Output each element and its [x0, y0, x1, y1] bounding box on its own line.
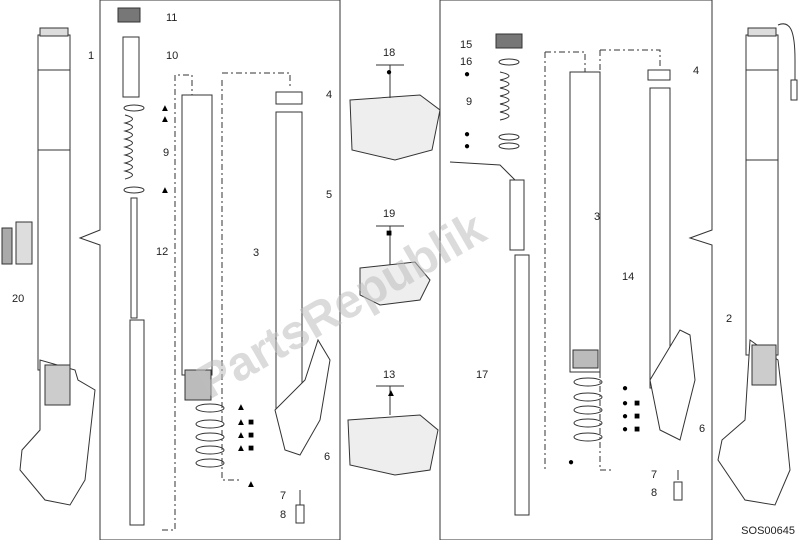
callout-7-left: 7 — [280, 490, 287, 502]
fork-leg-2 — [717, 23, 798, 506]
callout-7-right: 7 — [651, 469, 658, 481]
callout-13: 13 — [383, 369, 396, 381]
kit-19 — [359, 261, 431, 306]
callout-20: 20 — [12, 293, 25, 305]
circle-marker: ● — [464, 141, 471, 152]
callout-16: 16 — [460, 56, 473, 68]
tube-5 — [275, 111, 303, 413]
square-marker: ■ — [634, 424, 641, 435]
callout-4-left: 4 — [326, 89, 333, 101]
circle-marker: ● — [622, 398, 629, 409]
inner-tube-3-left — [181, 94, 213, 376]
seal-stack-left — [195, 403, 225, 468]
cap-11 — [117, 7, 141, 23]
triangle-marker: ▲ — [160, 103, 170, 114]
circle-marker: ● — [464, 69, 471, 80]
callout-8-left: 8 — [280, 509, 287, 521]
square-marker: ■ — [634, 411, 641, 422]
callout-6-left: 6 — [324, 451, 331, 463]
callout-18: 18 — [383, 47, 396, 59]
callout-9-right: 9 — [466, 96, 473, 108]
cap-15 — [495, 33, 523, 49]
circle-marker: ● — [464, 129, 471, 140]
callout-11: 11 — [166, 12, 178, 24]
callout-9-left: 9 — [163, 147, 170, 159]
bushing-4-right — [647, 69, 671, 81]
circle-marker: ● — [622, 411, 629, 422]
square-marker: ■ — [248, 430, 255, 441]
callout-8-right: 8 — [651, 487, 658, 499]
callout-15: 15 — [460, 39, 473, 51]
spring-9-right — [499, 71, 510, 121]
triangle-marker: ▲ — [236, 430, 246, 441]
triangle-marker: ▲ — [160, 185, 170, 196]
kit-19-marker: ■ — [386, 228, 393, 239]
triangle-marker: ▲ — [246, 479, 256, 490]
callout-2: 2 — [726, 313, 733, 325]
spring-9-left — [123, 114, 133, 180]
callout-17: 17 — [476, 369, 489, 381]
triangle-marker: ▲ — [236, 443, 246, 454]
triangle-marker: ▲ — [160, 114, 170, 125]
square-marker: ■ — [248, 417, 255, 428]
damper-17 — [514, 254, 530, 516]
circle-marker: ● — [622, 383, 629, 394]
triangle-marker: ▲ — [236, 402, 246, 413]
kit-13 — [347, 414, 439, 476]
callout-14: 14 — [622, 271, 635, 283]
kit-18 — [349, 94, 441, 161]
right-group-frame — [439, 0, 713, 540]
callout-3-right: 3 — [594, 211, 601, 223]
bushing-4-left — [275, 91, 303, 105]
drawing-code: SOS00645 — [741, 525, 795, 537]
callout-10: 10 — [166, 50, 179, 62]
callout-12: 12 — [156, 246, 169, 258]
callout-5: 5 — [326, 189, 333, 201]
callout-4-right: 4 — [693, 65, 700, 77]
circle-marker: ● — [568, 457, 575, 468]
square-marker: ■ — [248, 443, 255, 454]
square-marker: ■ — [634, 398, 641, 409]
kit-13-marker: ▲ — [386, 388, 396, 399]
circle-marker: ● — [622, 424, 629, 435]
guard-pads-20 — [1, 221, 33, 265]
callout-19: 19 — [383, 208, 396, 220]
callout-3-left: 3 — [253, 247, 260, 259]
callout-1: 1 — [88, 50, 95, 62]
seal-stack-right — [573, 377, 603, 442]
triangle-marker: ▲ — [236, 417, 246, 428]
kit-18-marker: ● — [386, 67, 393, 78]
left-group-frame — [78, 0, 341, 540]
callout-6-right: 6 — [699, 423, 706, 435]
cartridge-10 — [122, 36, 140, 98]
rod-12 — [130, 197, 138, 319]
tube-14 — [649, 87, 671, 389]
fork-leg-1 — [19, 27, 96, 506]
